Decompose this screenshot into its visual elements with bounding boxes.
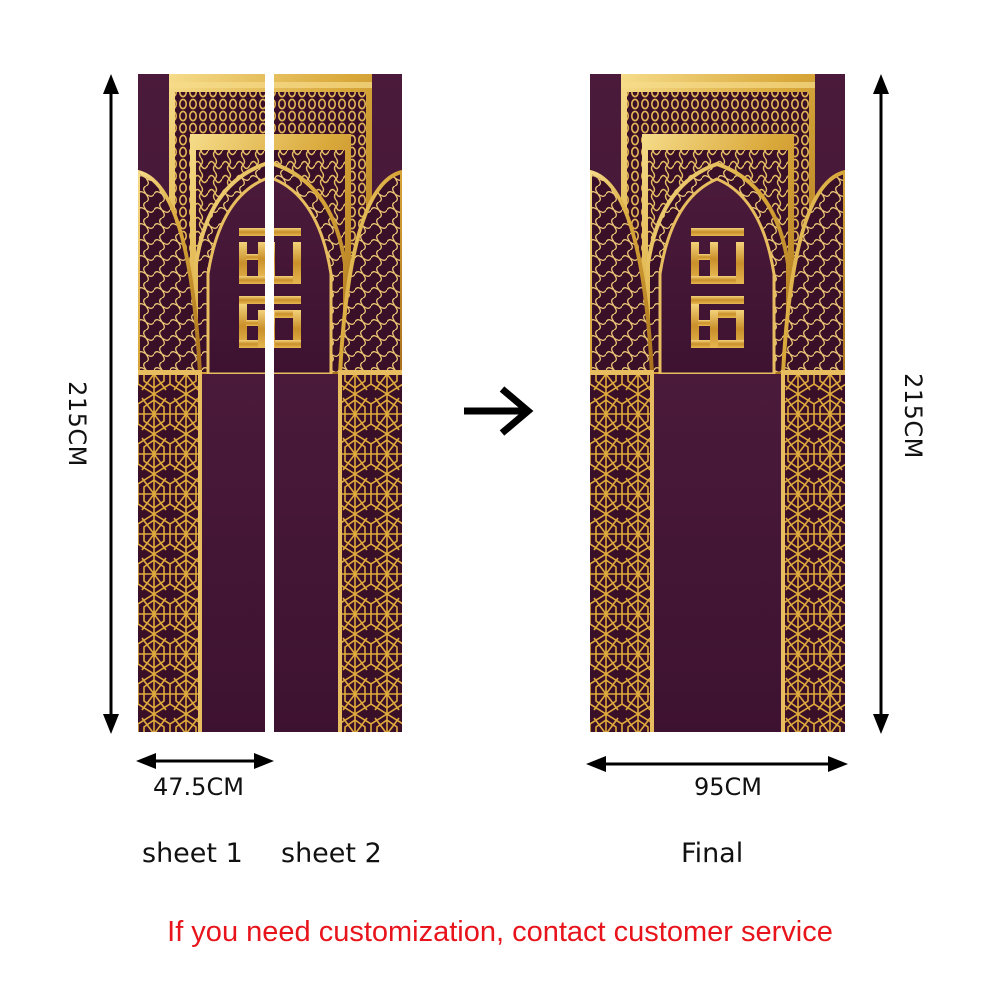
final-door-panel: [590, 74, 845, 732]
final-width-label: 95CM: [694, 773, 763, 801]
height-label-left: 215CM: [63, 381, 91, 467]
caption-sheet-1: sheet 1: [142, 838, 243, 869]
height-label-right: 215CM: [899, 373, 927, 459]
customization-notice: If you need customization, contact custo…: [167, 916, 833, 948]
double-arrow-horizontal-icon: [586, 756, 848, 772]
sheet-width-label: 47.5CM: [153, 773, 244, 801]
arrow-right-icon: [464, 386, 534, 436]
sheet-2-panel: [274, 74, 402, 732]
double-arrow-horizontal-icon: [136, 753, 274, 769]
double-arrow-vertical-icon: [103, 74, 119, 734]
caption-sheet-2: sheet 2: [281, 838, 382, 869]
double-arrow-vertical-icon: [873, 74, 889, 734]
caption-final: Final: [681, 838, 744, 869]
sheet-1-panel: [138, 74, 265, 732]
